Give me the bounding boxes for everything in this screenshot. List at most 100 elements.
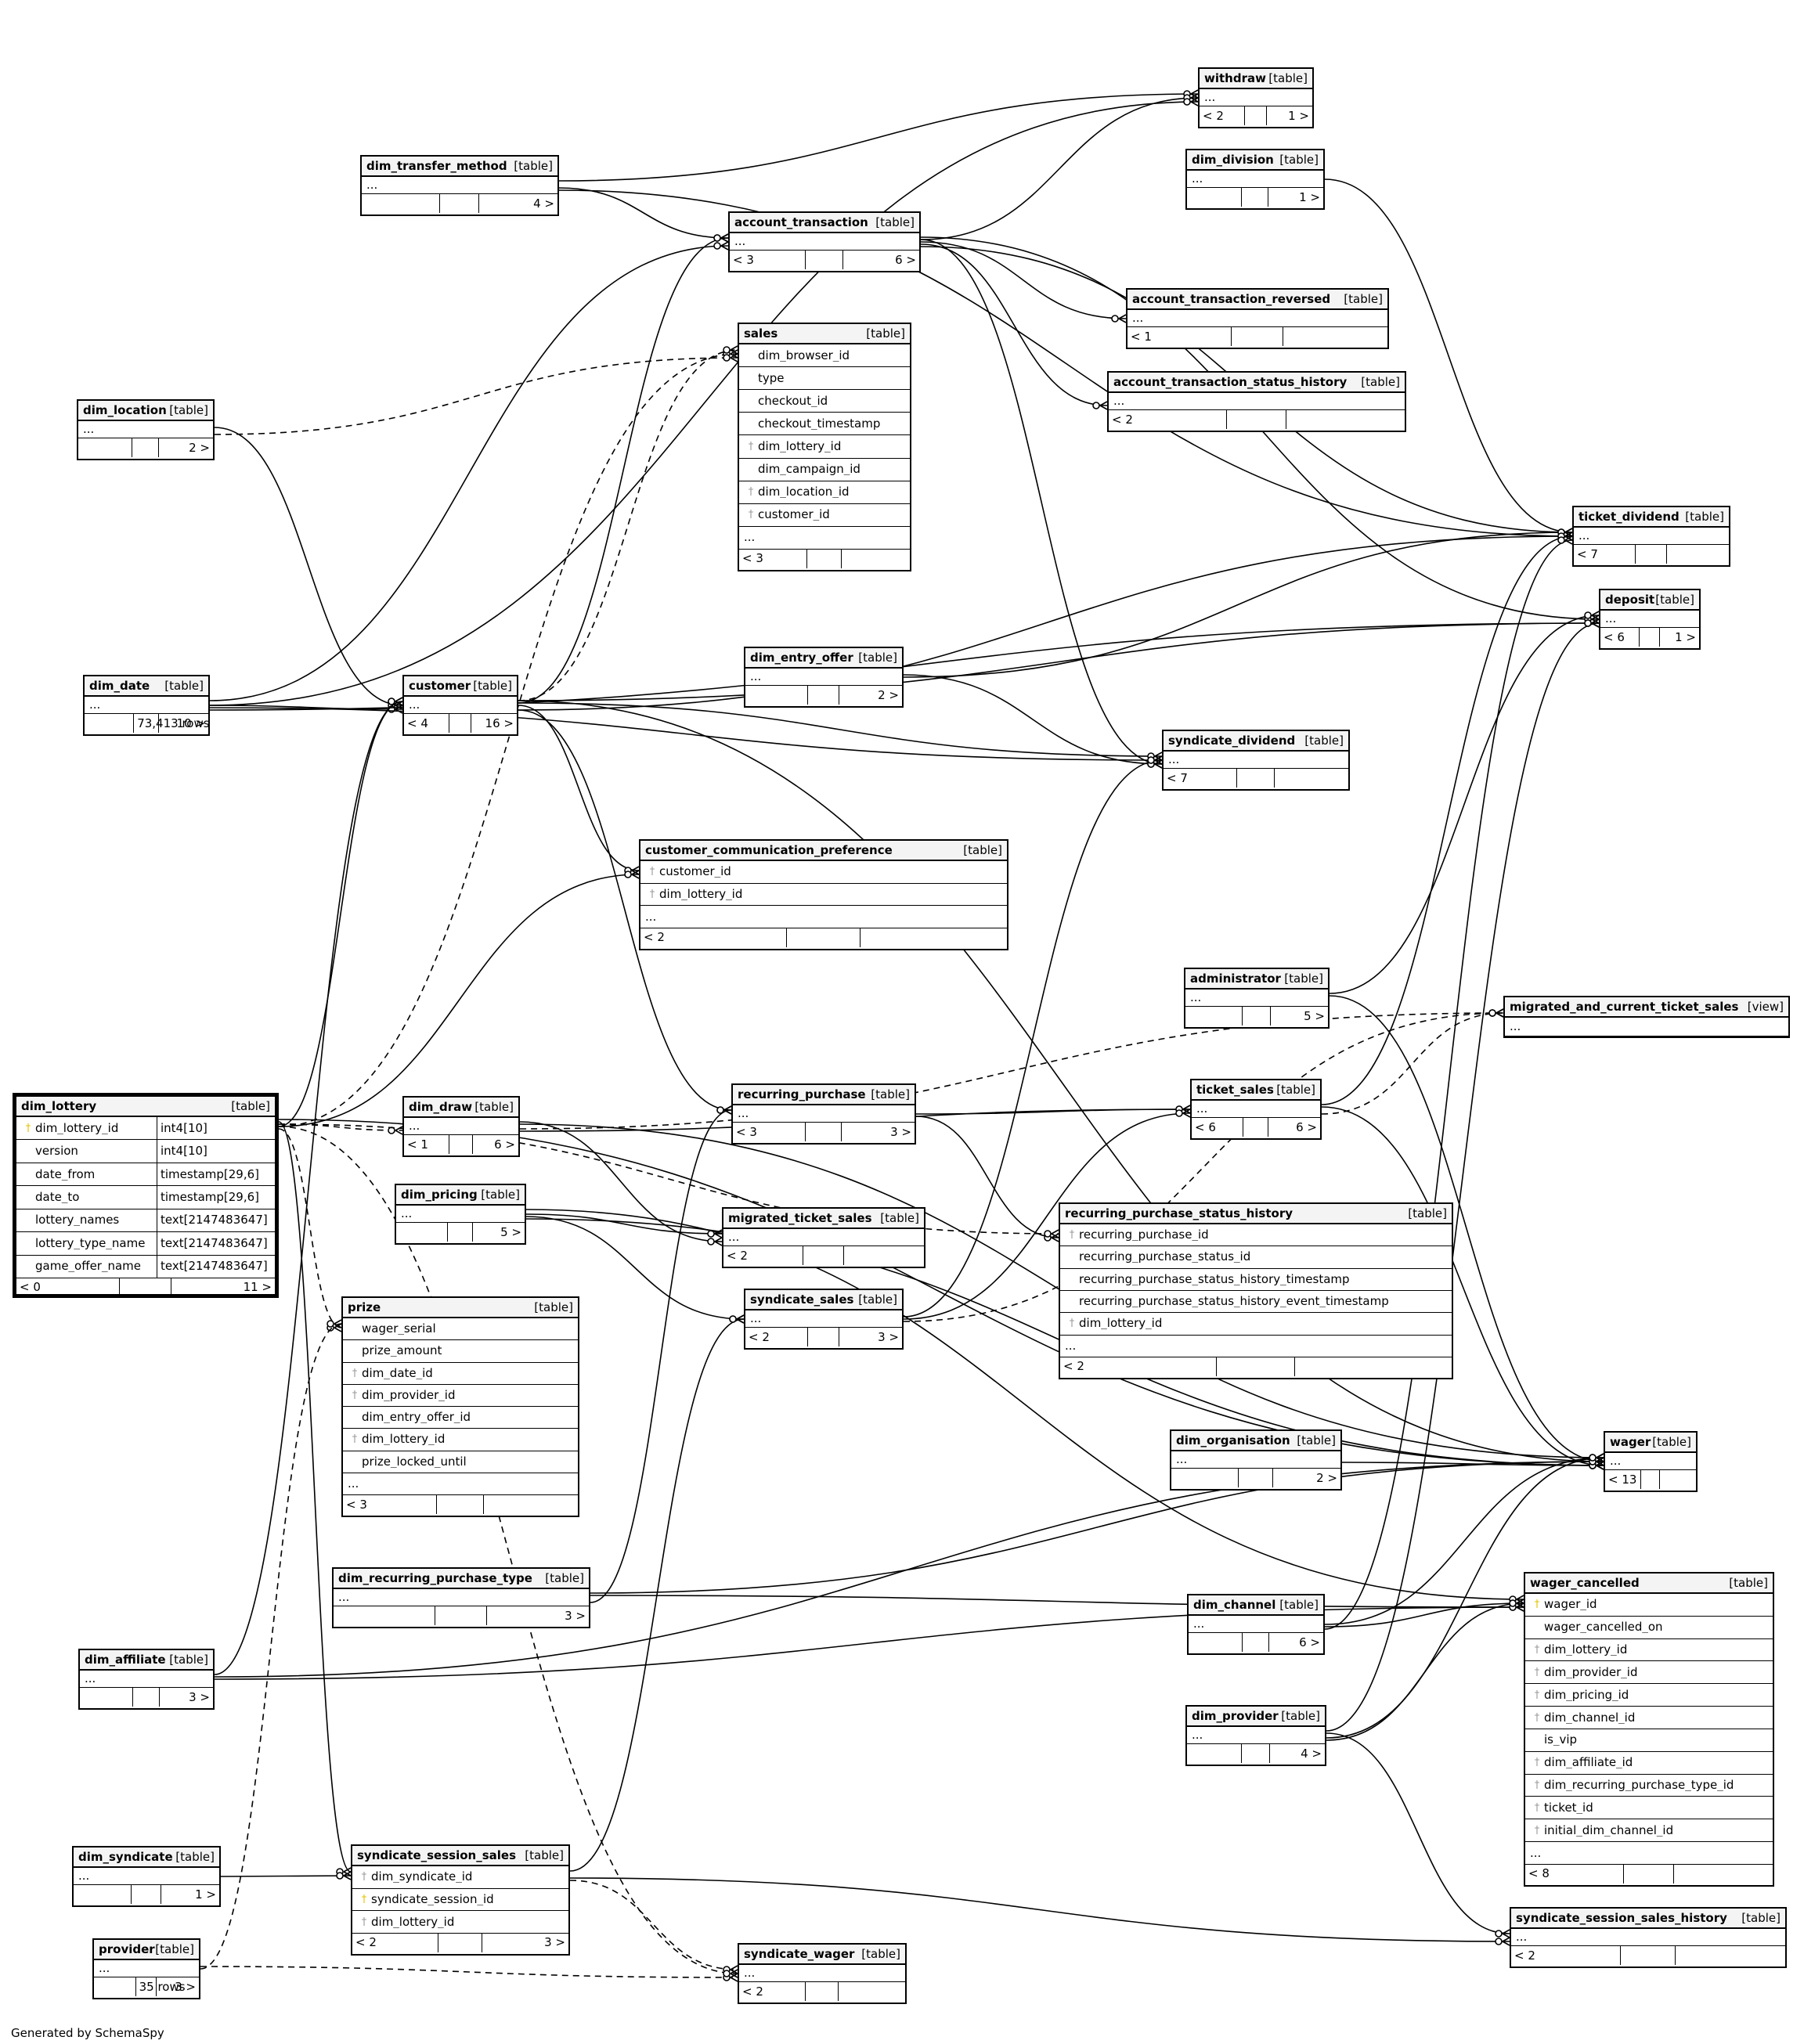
table-header[interactable]: ticket_dividend[table] [1574,507,1729,528]
children-count[interactable]: 3 > [890,1124,911,1139]
table-migrated-ticket-sales[interactable]: migrated_ticket_sales[table]...< 2 [722,1207,925,1268]
table-dim-organisation[interactable]: dim_organisation[table]...2 > [1170,1429,1342,1491]
column-row[interactable]: ... [404,1118,518,1135]
column-row[interactable]: ... [730,233,919,251]
children-count[interactable]: 6 > [1299,1635,1320,1649]
table-account-transaction-status-history[interactable]: account_transaction_status_history[table… [1107,371,1406,432]
row-count[interactable] [120,1278,171,1297]
row-count[interactable] [1237,769,1275,788]
table-header[interactable]: dim_pricing[table] [396,1185,525,1206]
parents-count[interactable]: < 7 [1574,545,1636,564]
table-header[interactable]: syndicate_dividend[table] [1164,731,1348,752]
children-count[interactable] [1283,327,1387,346]
table-dim-syndicate[interactable]: dim_syndicate[table]...1 > [72,1846,221,1907]
row-count[interactable] [133,1688,160,1707]
table-header[interactable]: dim_organisation[table] [1171,1431,1340,1451]
column-row[interactable]: †wager_id [1525,1594,1773,1617]
column-row[interactable]: wager_serial [343,1318,578,1341]
column-row[interactable]: checkout_timestamp [739,413,910,436]
parents-count[interactable]: < 1 [1128,327,1232,346]
table-recurring-purchase-status-history[interactable]: recurring_purchase_status_history[table]… [1059,1202,1453,1379]
column-row[interactable]: ... [1525,1842,1773,1865]
column-row[interactable]: ... [1187,1727,1325,1744]
table-header[interactable]: dim_draw[table] [404,1098,518,1118]
row-count[interactable] [807,549,842,568]
table-header[interactable]: administrator[table] [1185,969,1328,990]
parents-count[interactable]: < 2 [640,928,788,947]
table-dim-channel[interactable]: dim_channel[table]...6 > [1187,1594,1325,1655]
children-count[interactable]: 1 > [1288,108,1309,123]
table-header[interactable]: recurring_purchase[table] [733,1085,915,1105]
table-administrator[interactable]: administrator[table]...5 > [1184,968,1330,1029]
children-count[interactable]: 1 > [1299,189,1320,204]
column-row[interactable]: ... [733,1105,915,1123]
row-count[interactable] [1621,1946,1676,1965]
column-row[interactable]: ... [1171,1451,1340,1469]
table-dim-affiliate[interactable]: dim_affiliate[table]...3 > [78,1649,215,1710]
parents-count[interactable] [94,1977,136,1996]
row-count[interactable] [1227,410,1286,429]
parents-count[interactable]: < 3 [343,1495,437,1514]
table-header[interactable]: migrated_ticket_sales[table] [723,1209,924,1229]
table-header[interactable]: syndicate_sales[table] [745,1290,902,1310]
children-count[interactable] [1275,769,1348,788]
row-count[interactable] [449,1135,473,1154]
table-dim-pricing[interactable]: dim_pricing[table]...5 > [395,1184,526,1245]
table-dim-provider[interactable]: dim_provider[table]...4 > [1185,1705,1326,1766]
column-row[interactable]: ... [362,177,557,194]
column-row[interactable]: ... [1511,1929,1785,1946]
column-row[interactable]: ... [1600,611,1699,628]
table-customer-communication-preference[interactable]: customer_communication_preference[table]… [639,839,1008,950]
column-row[interactable]: ... [745,669,902,686]
row-count[interactable] [438,1933,482,1952]
column-row[interactable]: prize_locked_until [343,1451,578,1473]
parents-count[interactable] [74,1885,132,1904]
table-header[interactable]: customer_communication_preference[table] [640,841,1007,861]
table-header[interactable]: syndicate_session_sales[table] [352,1846,568,1866]
column-row[interactable]: dim_campaign_id [739,459,910,481]
column-row[interactable]: †dim_syndicate_id [352,1866,568,1889]
children-count[interactable]: 3 > [175,1979,196,1994]
column-row[interactable]: ... [745,1310,902,1328]
table-header[interactable]: account_transaction[table] [730,213,919,233]
column-row[interactable]: ... [94,1960,199,1977]
column-row[interactable]: †dim_affiliate_id [1525,1752,1773,1775]
column-row[interactable]: †dim_provider_id [1525,1661,1773,1685]
parents-count[interactable] [1187,188,1242,207]
table-dim-transfer-method[interactable]: dim_transfer_method[table]...4 > [360,155,559,216]
children-count[interactable] [839,1982,905,2001]
children-count[interactable] [861,928,1007,947]
row-count[interactable] [1243,1007,1272,1026]
column-row[interactable]: †dim_channel_id [1525,1707,1773,1729]
column-row[interactable]: ... [343,1473,578,1495]
row-count[interactable] [1239,1469,1273,1487]
children-count[interactable] [1667,545,1729,564]
column-row[interactable]: †dim_lottery_id [352,1911,568,1934]
column-row[interactable]: †dim_provider_id [343,1385,578,1407]
column-row[interactable]: ... [74,1868,219,1885]
children-count[interactable]: 3 > [189,1689,210,1704]
column-row[interactable]: ... [1164,752,1348,769]
parents-count[interactable] [745,686,808,705]
column-row[interactable]: ... [1505,1018,1788,1036]
children-count[interactable] [1660,1470,1696,1489]
table-header[interactable]: dim_division[table] [1187,150,1323,171]
parents-count[interactable] [1185,1007,1243,1026]
parents-count[interactable] [334,1606,436,1625]
column-row[interactable]: ... [1185,990,1328,1007]
column-row[interactable]: ... [1200,89,1312,106]
column-row[interactable]: †dim_lottery_id [1525,1639,1773,1662]
row-count[interactable] [806,1982,839,2001]
parents-count[interactable]: < 0 [16,1278,120,1297]
parents-count[interactable]: < 7 [1164,769,1238,788]
children-count[interactable]: 16 > [485,716,514,730]
children-count[interactable] [1295,1357,1452,1376]
